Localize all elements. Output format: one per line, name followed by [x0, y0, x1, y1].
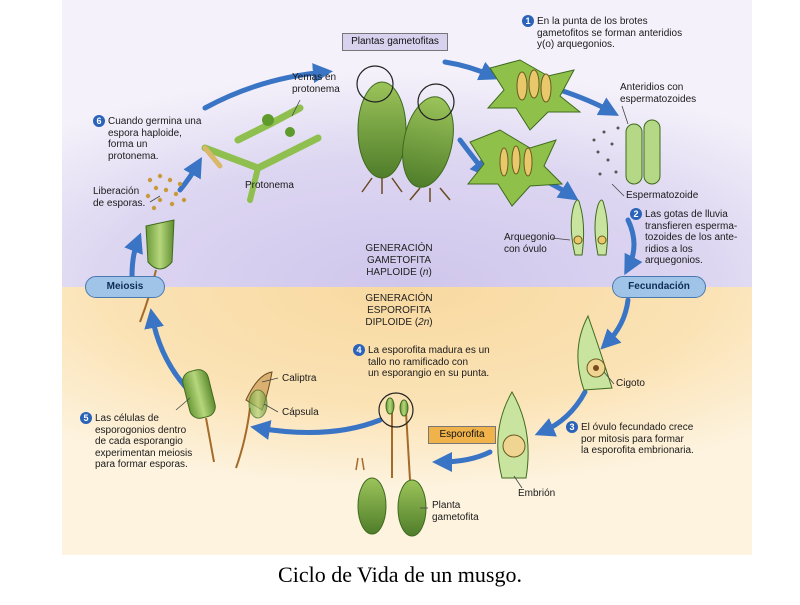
gametophyte-plants-box: Plantas gametofitas [342, 33, 448, 51]
leader-lines [149, 99, 629, 509]
buds-label: Yemas en protonema [292, 72, 362, 95]
step-2-line-2: transfieren esperma- [645, 220, 738, 232]
haploid-label-line-1: GENERACIÓN [365, 243, 433, 254]
step-3-number-icon: 3 [566, 421, 578, 433]
step-6-number-icon: 6 [93, 115, 105, 127]
spore-release-label: Liberación de esporas. [93, 186, 163, 209]
antheridia-label: Anteridios con espermatozoides [620, 82, 730, 105]
step-4-line-1: La esporofita madura es un [368, 345, 490, 356]
antheridia-with-sperm-illustration [592, 119, 661, 185]
embryo-illustration [497, 391, 529, 479]
arrow-to-sperm [557, 87, 620, 116]
fertilization-event-pill: Fecundación [612, 276, 706, 298]
step-5-line-3: de cada esporangio [95, 436, 183, 447]
step-5-number-icon: 5 [80, 412, 92, 424]
arrow-to-sporophyte [432, 449, 493, 472]
haploid-generation-label: GENERACIÓN GAMETOFITA HAPLOIDE (n) [344, 243, 454, 279]
figure-caption: Ciclo de Vida de un musgo. [278, 562, 522, 587]
calyptra-label: Caliptra [282, 373, 317, 384]
gametophyte-plant-line-2: gametofita [432, 511, 479, 523]
step-4-line-2: tallo no ramificado con [368, 356, 469, 368]
step-2-line-1: Las gotas de lluvia [645, 209, 728, 220]
step-3-line-2: por mitosis para formar [581, 433, 684, 445]
step-1-line-3: y(o) arquegonios. [537, 39, 615, 50]
sporophyte-box: Esporofita [428, 426, 496, 444]
step-3-line-3: la esporofita embrionaria. [581, 445, 694, 456]
step-1-line-2: gametofitos se forman anteridios [537, 27, 683, 39]
step-2-line-5: arquegonios. [645, 255, 703, 266]
step-2-line-3: tozoides de los ante- [645, 232, 738, 243]
step-4-line-3: un esporangio en su punta. [368, 368, 490, 379]
arrow-to-embryo [534, 389, 588, 437]
archegonium-illustration [570, 199, 609, 256]
step-2-number-icon: 2 [630, 208, 642, 220]
antheridia-line-1: Anteridios con [620, 82, 684, 93]
step-6-line-2: espora haploide, [108, 127, 182, 139]
step-5-line-1: Las células de [95, 413, 159, 424]
step-3-line-1: El óvulo fecundado crece [581, 422, 694, 433]
diploid-label-line-1: GENERACIÓN [365, 293, 433, 304]
haploid-label-line-2: GAMETOFITA [366, 255, 432, 266]
sperm-label: Espermatozoide [626, 190, 699, 201]
sporangium-illustration [182, 369, 216, 463]
spore-release-line-1: Liberación [93, 186, 140, 197]
embryo-label: Embrión [518, 488, 556, 499]
archegonium-line-2: con óvulo [504, 243, 547, 255]
step-6-line-1: Cuando germina una [108, 116, 202, 127]
haploid-label-line-3: HAPLOIDE (n) [366, 267, 432, 278]
arrow-to-germination [177, 157, 202, 193]
antheridia-line-2: espermatozoides [620, 93, 697, 105]
diploid-generation-label: GENERACIÓN ESPOROFITA DIPLOIDE (2n) [344, 293, 454, 329]
arrow-to-fertilization [624, 217, 643, 276]
archegonium-line-1: Arquegonio [504, 232, 556, 243]
gametophyte-plant-label: Planta gametofita [432, 500, 502, 523]
step-6-line-3: forma un [108, 139, 148, 150]
gametophyte-plant-line-1: Planta [432, 500, 461, 511]
step-1-number-icon: 1 [522, 15, 534, 27]
archegonia-rosette-illustration [466, 129, 564, 207]
arrow-protonema-to-gametophyte [202, 63, 333, 111]
protonema-illustration [201, 104, 322, 203]
mature-sporophyte-illustration [355, 392, 427, 537]
zygote-illustration [577, 314, 613, 391]
buds-label-line-1: Yemas en [292, 72, 337, 83]
step-6-line-4: protonema. [108, 150, 159, 162]
spore-release-illustration [139, 173, 187, 323]
arrow-to-antheridia [442, 59, 500, 81]
meiosis-event-pill: Meiosis [85, 276, 165, 298]
archegonium-label: Arquegonio con óvulo [504, 232, 574, 255]
spore-release-line-2: de esporas. [93, 197, 146, 209]
diploid-label-line-3: DIPLOIDE (2n) [365, 317, 433, 328]
arrow-to-spore-release [124, 232, 143, 279]
buds-label-line-2: protonema [292, 83, 340, 95]
antheridia-rosette-illustration [486, 59, 582, 131]
protonema-label: Protonema [245, 180, 294, 191]
step-4-number-icon: 4 [353, 344, 365, 356]
step-5-line-4: experimentan meiosis [95, 447, 193, 459]
arrow-to-capsule [250, 417, 383, 440]
step-5-line-2: esporogonios dentro [95, 424, 187, 436]
step-5-line-5: para formar esporas. [95, 459, 188, 470]
arrow-to-zygote [600, 297, 631, 350]
step-2-line-4: ridios a los [645, 243, 693, 255]
capsule-label: Cápsula [282, 407, 319, 418]
step-1-line-1: En la punta de los brotes [537, 16, 648, 27]
diploid-label-line-2: ESPOROFITA [367, 305, 431, 316]
zygote-label: Cigoto [616, 378, 645, 389]
gametophyte-plants-illustration [356, 65, 455, 202]
